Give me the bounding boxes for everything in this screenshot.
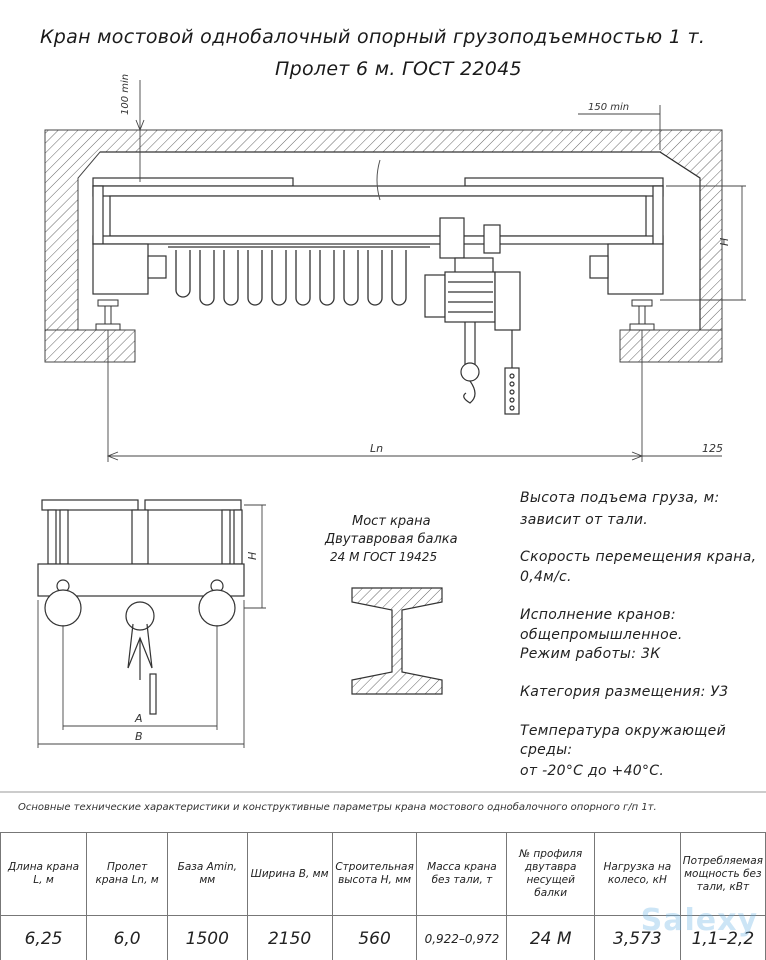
specs-table: Длина крана L, м Пролет крана Ln, м База… — [0, 832, 766, 960]
dim-H-top: H — [718, 238, 731, 246]
spec-mode: Режим работы: 3К — [520, 646, 661, 662]
electric-hoist — [424, 217, 521, 415]
cell-base: 1500 — [167, 915, 248, 960]
cell-span: 6,0 — [86, 915, 169, 960]
dimension-lines-side — [37, 504, 266, 748]
crane-drawing: 100 min 150 min H Ln 125 H A B — [0, 74, 766, 793]
rail-left — [95, 299, 121, 331]
header-length: Длина крана L, м — [0, 832, 88, 916]
spec-speed-label: Скорость перемещения крана, — [520, 549, 757, 565]
spec-temp-label: Температура окружающей — [520, 723, 726, 739]
crane-bridge — [92, 177, 664, 295]
header-height: Строительная высота H, мм — [331, 832, 418, 916]
dim-100min: 100 min — [120, 74, 131, 115]
dim-Ln: Ln — [370, 442, 383, 455]
spec-lift-height-label: Высота подъема груза, м: — [520, 490, 720, 506]
table-caption: Основные технические характеристики и ко… — [18, 802, 657, 813]
dim-125: 125 — [702, 442, 723, 455]
cell-length: 6,25 — [0, 915, 88, 960]
spec-execution-label: Исполнение кранов: — [520, 607, 676, 623]
cell-power: 1,1–2,2 — [679, 915, 766, 960]
dim-H-side: H — [246, 552, 259, 560]
header-base: База Amin, мм — [167, 832, 248, 916]
rail-right — [629, 299, 655, 331]
spec-speed-value: 0,4м/с. — [520, 569, 572, 585]
i-beam-section — [351, 587, 443, 695]
beam-caption-2: Двутавровая балка — [325, 532, 458, 547]
cell-width: 2150 — [246, 915, 333, 960]
header-power: Потребляемая мощность без тали, кВт — [679, 832, 766, 916]
cell-mass: 0,922–0,972 — [416, 915, 508, 960]
table-row: 6,25 6,0 1500 2150 560 0,922–0,972 24 М … — [0, 915, 766, 960]
header-span: Пролет крана Ln, м — [86, 832, 169, 916]
spec-temp-range: от -20°С до +40°С. — [520, 763, 665, 779]
building-walls — [44, 129, 723, 363]
title-line-1: Кран мостовой однобалочный опорный грузо… — [40, 26, 706, 48]
watermark-logo: Salexy — [640, 903, 758, 938]
header-width: Ширина B, мм — [246, 832, 333, 916]
dimension-lines-top — [106, 80, 746, 462]
beam-caption-1: Мост крана — [352, 514, 431, 529]
cell-wheel-load: 3,573 — [593, 915, 681, 960]
header-profile: № профиля двутавра несущей балки — [506, 832, 595, 916]
spec-lift-height-value: зависит от тали. — [520, 512, 648, 528]
title-line-2: Пролет 6 м. ГОСТ 22045 — [275, 58, 522, 80]
side-view — [37, 499, 245, 715]
spec-category: Категория размещения: У3 — [520, 684, 729, 700]
dim-A: A — [134, 712, 143, 725]
dim-150min: 150 min — [588, 102, 629, 113]
header-mass: Масса крана без тали, т — [416, 832, 508, 916]
cell-height: 560 — [331, 915, 418, 960]
festoon-cable — [168, 246, 430, 306]
dim-B: B — [135, 730, 143, 743]
cell-profile: 24 М — [506, 915, 595, 960]
cable-trace — [376, 159, 381, 201]
spec-execution-value: общепромышленное. — [520, 627, 683, 643]
beam-caption-3: 24 М ГОСТ 19425 — [330, 550, 438, 564]
spec-temp-sub: среды: — [520, 742, 573, 758]
